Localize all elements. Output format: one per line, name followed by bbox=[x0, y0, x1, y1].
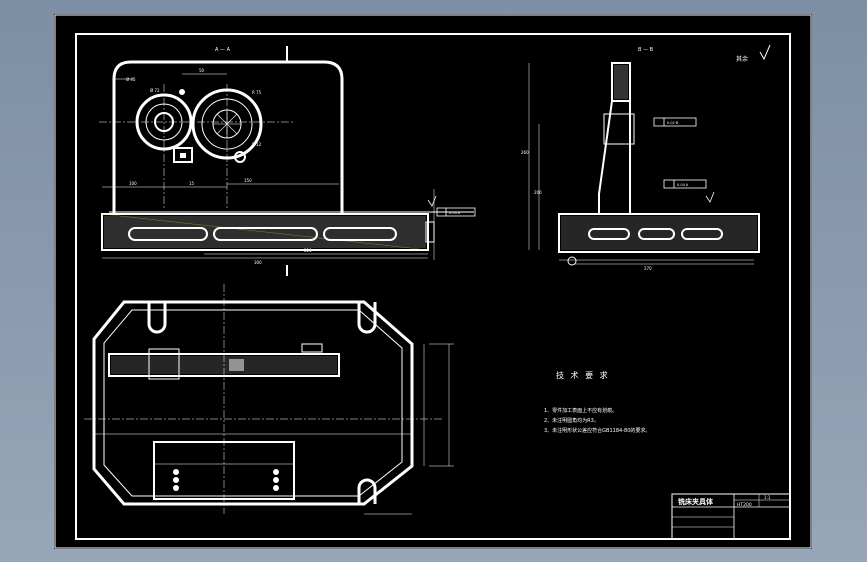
dim-text: 100 bbox=[129, 181, 137, 186]
tech-req-item: 1、零件加工表面上不应有划痕。 bbox=[544, 407, 617, 414]
inner-border bbox=[75, 33, 791, 540]
tech-req-title: 技 术 要 求 bbox=[556, 370, 610, 380]
side-view: B — B 260 200 270 bbox=[521, 47, 760, 271]
dim-text: 270 bbox=[644, 266, 652, 271]
dim-text: 260 bbox=[521, 150, 529, 155]
dim-text: R 75 bbox=[252, 90, 262, 95]
outer-border bbox=[54, 14, 812, 549]
title-block-material: HT200 bbox=[737, 502, 752, 508]
section-label-front: A — A bbox=[215, 47, 231, 53]
tech-requirements: 技 术 要 求 1、零件加工表面上不应有划痕。 2、未注明圆角均为R3。 3、未… bbox=[544, 370, 650, 434]
surface-finish-text: 其余 bbox=[736, 55, 748, 63]
tech-req-item: 2、未注明圆角均为R3。 bbox=[544, 417, 599, 424]
dim-text: 300 bbox=[254, 260, 262, 265]
drawing-sheet: A — A bbox=[54, 14, 812, 549]
dim-text: 225 bbox=[304, 248, 312, 253]
dim-text: 200 bbox=[534, 190, 542, 195]
title-block: 铣床夹具体 1:1 HT200 bbox=[671, 493, 791, 540]
section-label-side: B — B bbox=[638, 47, 654, 53]
title-block-scale: 1:1 bbox=[764, 495, 771, 500]
title-block-name: 铣床夹具体 bbox=[677, 497, 714, 506]
dim-text: R 12 bbox=[252, 142, 262, 147]
front-view: A — A bbox=[99, 46, 476, 276]
tech-req-item: 3、未注明形状公差应符合GB1184-80的要求。 bbox=[544, 427, 650, 434]
surface-finish-mark: 其余 bbox=[736, 44, 771, 63]
dim-text: Ø 45 bbox=[126, 77, 136, 82]
dim-text: 15 bbox=[189, 181, 195, 186]
drawing-canvas: A — A bbox=[54, 14, 812, 549]
tolerance-text: 0.03 A bbox=[449, 211, 461, 215]
tolerance-text: 0.02 B bbox=[667, 121, 679, 125]
top-view bbox=[84, 284, 454, 515]
tolerance-text: 0.04 A bbox=[677, 183, 689, 187]
dim-text: Ø 72 bbox=[150, 88, 160, 93]
dim-text: 50 bbox=[199, 68, 205, 73]
dim-text: 150 bbox=[244, 178, 252, 183]
